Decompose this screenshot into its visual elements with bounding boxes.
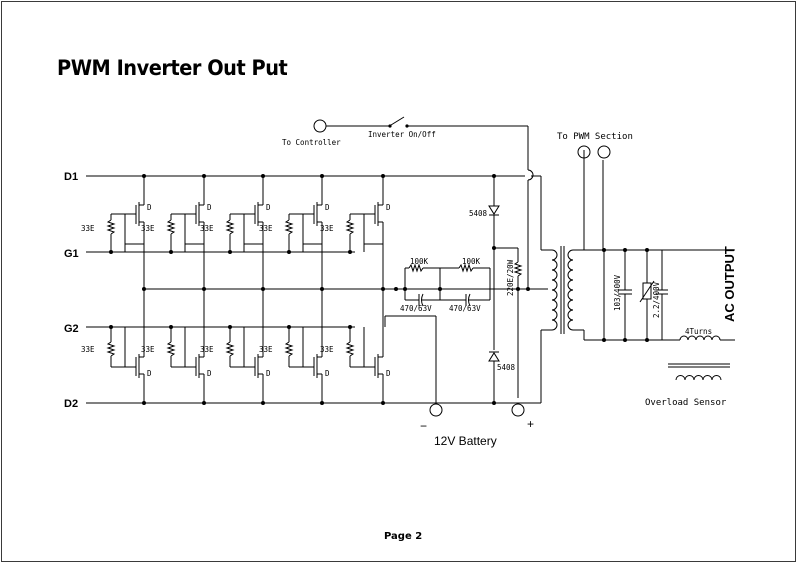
lower-source-node-2 <box>202 401 206 405</box>
battery-negative-terminal <box>429 403 443 417</box>
upper-drain-node-3 <box>261 174 265 178</box>
pwm-terminal-1 <box>577 145 591 159</box>
diode-bottom-label: 5408 <box>497 363 516 372</box>
pwm-terminal-2 <box>597 145 611 159</box>
rail-label-g2: G2 <box>64 323 79 335</box>
upper-gate-resistor-label-3: 33E <box>200 224 214 233</box>
ac-output-label: AC OUTPUT <box>722 246 737 322</box>
battery-minus-sign: − <box>420 419 427 433</box>
snubber-network <box>394 263 500 307</box>
diode-top-label: 5408 <box>469 209 488 218</box>
lower-source-node-4 <box>320 401 324 405</box>
lower-gate-resistor-label-3: 33E <box>200 345 214 354</box>
to-pwm-label: To PWM Section <box>557 132 633 142</box>
overload-sensor <box>662 335 735 381</box>
upper-drain-label-3: D <box>266 203 271 212</box>
output-cap-2-label: 2.2/400V <box>652 281 661 318</box>
upper-drain-node-4 <box>320 174 324 178</box>
lower-source-node-5 <box>381 401 385 405</box>
output-cap-1-label: 103/400V <box>613 274 622 311</box>
switch-label: Inverter On/Off <box>368 130 436 139</box>
rail-label-d1: D1 <box>64 171 78 183</box>
to-controller-label: To Controller <box>282 138 341 147</box>
lower-drain-label-1: D <box>147 369 152 378</box>
rail-label-g1: G1 <box>64 248 79 260</box>
lower-gate-resistor-label-4: 33E <box>259 345 273 354</box>
lower-source-node-3 <box>261 401 265 405</box>
battery-terminals <box>384 289 519 404</box>
upper-drain-label-5: D <box>386 203 391 212</box>
upper-gate-resistor-label-4: 33E <box>259 224 273 233</box>
controller-terminal <box>313 119 327 133</box>
upper-drain-node-1 <box>142 174 146 178</box>
lower-drain-label-3: D <box>266 369 271 378</box>
page-number: Page 2 <box>384 531 423 542</box>
switch-blade[interactable] <box>390 116 405 126</box>
diode-branch <box>488 174 541 405</box>
battery-positive-terminal <box>511 403 525 417</box>
upper-gate-resistor-label-5: 33E <box>320 224 334 233</box>
upper-drain-label-2: D <box>207 203 212 212</box>
overload-sensor-label: Overload Sensor <box>645 398 727 408</box>
battery-label: 12V Battery <box>434 434 497 448</box>
upper-drain-node-2 <box>202 174 206 178</box>
snubber-cap-1-label: 470/63V <box>400 304 432 313</box>
upper-gate-resistor-label-2: 33E <box>141 224 155 233</box>
upper-gate-resistor-label-1: 33E <box>81 224 95 233</box>
lower-gate-resistor-label-2: 33E <box>141 345 155 354</box>
battery-plus-sign: + <box>527 417 534 431</box>
snubber-cap-2-label: 470/63V <box>449 304 481 313</box>
rails <box>86 125 541 404</box>
upper-drain-node-5 <box>381 174 385 178</box>
transformer <box>512 150 735 404</box>
snubber-resistor-2-label: 100K <box>462 257 481 266</box>
lower-drain-label-5: D <box>386 369 391 378</box>
lower-source-node-1 <box>142 401 146 405</box>
rail-label-d2: D2 <box>64 398 78 410</box>
mosfet-array: 33E D 33E D 33E D 33E D 33E D 33E D 33E D 33E D 33E D 33E D <box>81 174 391 405</box>
switch-contact-b <box>405 124 409 128</box>
upper-drain-label-4: D <box>325 203 330 212</box>
shunt-resistor-label: 220E/20W <box>506 259 515 296</box>
lower-drain-label-2: D <box>207 369 212 378</box>
upper-drain-label-1: D <box>147 203 152 212</box>
lower-drain-label-4: D <box>325 369 330 378</box>
switch-contact-a <box>388 124 392 128</box>
lower-gate-resistor-label-5: 33E <box>320 345 334 354</box>
lower-gate-resistor-label-1: 33E <box>81 345 95 354</box>
snubber-resistor-1-label: 100K <box>410 257 429 266</box>
turns-label: 4Turns <box>685 327 712 336</box>
page-title: PWM Inverter Out Put <box>57 56 288 80</box>
output-capacitors <box>602 248 668 342</box>
